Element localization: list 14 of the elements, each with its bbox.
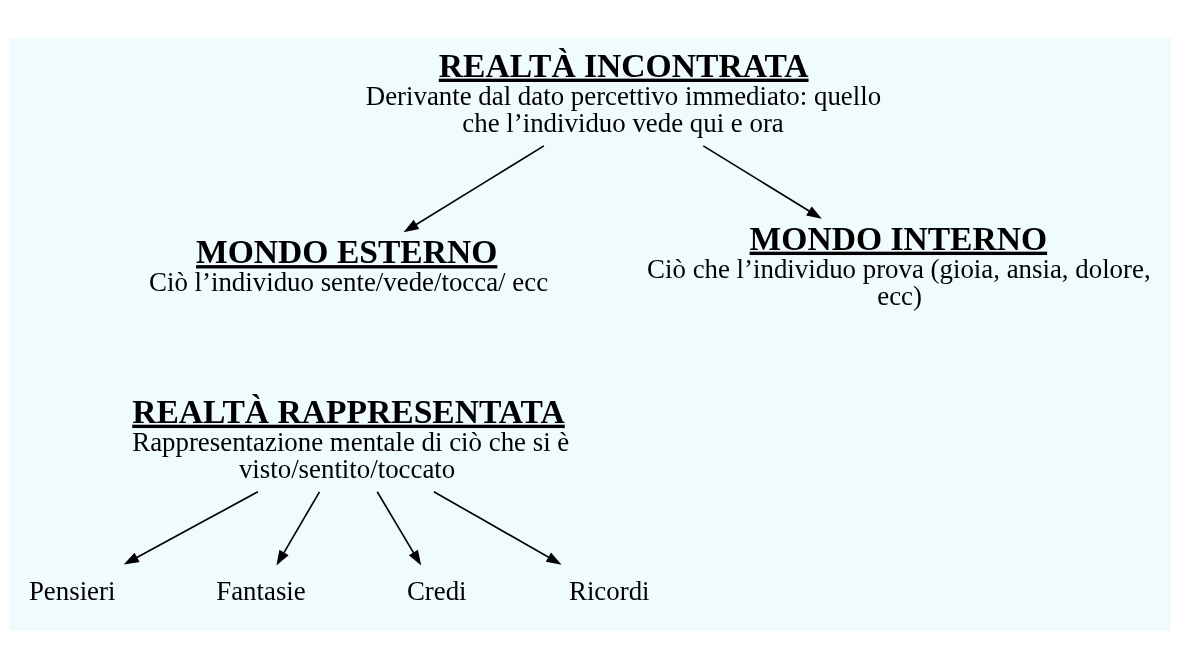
node-text: Credi [406,575,467,606]
arrow [702,144,822,219]
arrow [276,490,321,566]
node-text: MONDO INTERNO Ciò che l’individuo prova (gioia, ansia, dolore, ecc) [647,219,1151,311]
node-text: Pensieri [28,575,116,606]
arrow [403,144,545,232]
arrow [376,490,422,566]
arrow [123,490,259,565]
node-text: Fantasie [216,575,306,606]
node-text: REALTÀ INCONTRATA Derivante dal dato percettivo immediato: quello che l’individuo vede qui e ora [365,46,882,138]
arrow [433,490,562,565]
node-text: MONDO ESTERNO Ciò l’individuo sente/vede/tocca/ ecc [149,232,549,297]
node-text: REALTÀ RAPPRESENTATA Rappresentazione mentale di ciò che si è visto/sentito/toccato [132,392,570,484]
node-text: Ricordi [569,575,650,606]
